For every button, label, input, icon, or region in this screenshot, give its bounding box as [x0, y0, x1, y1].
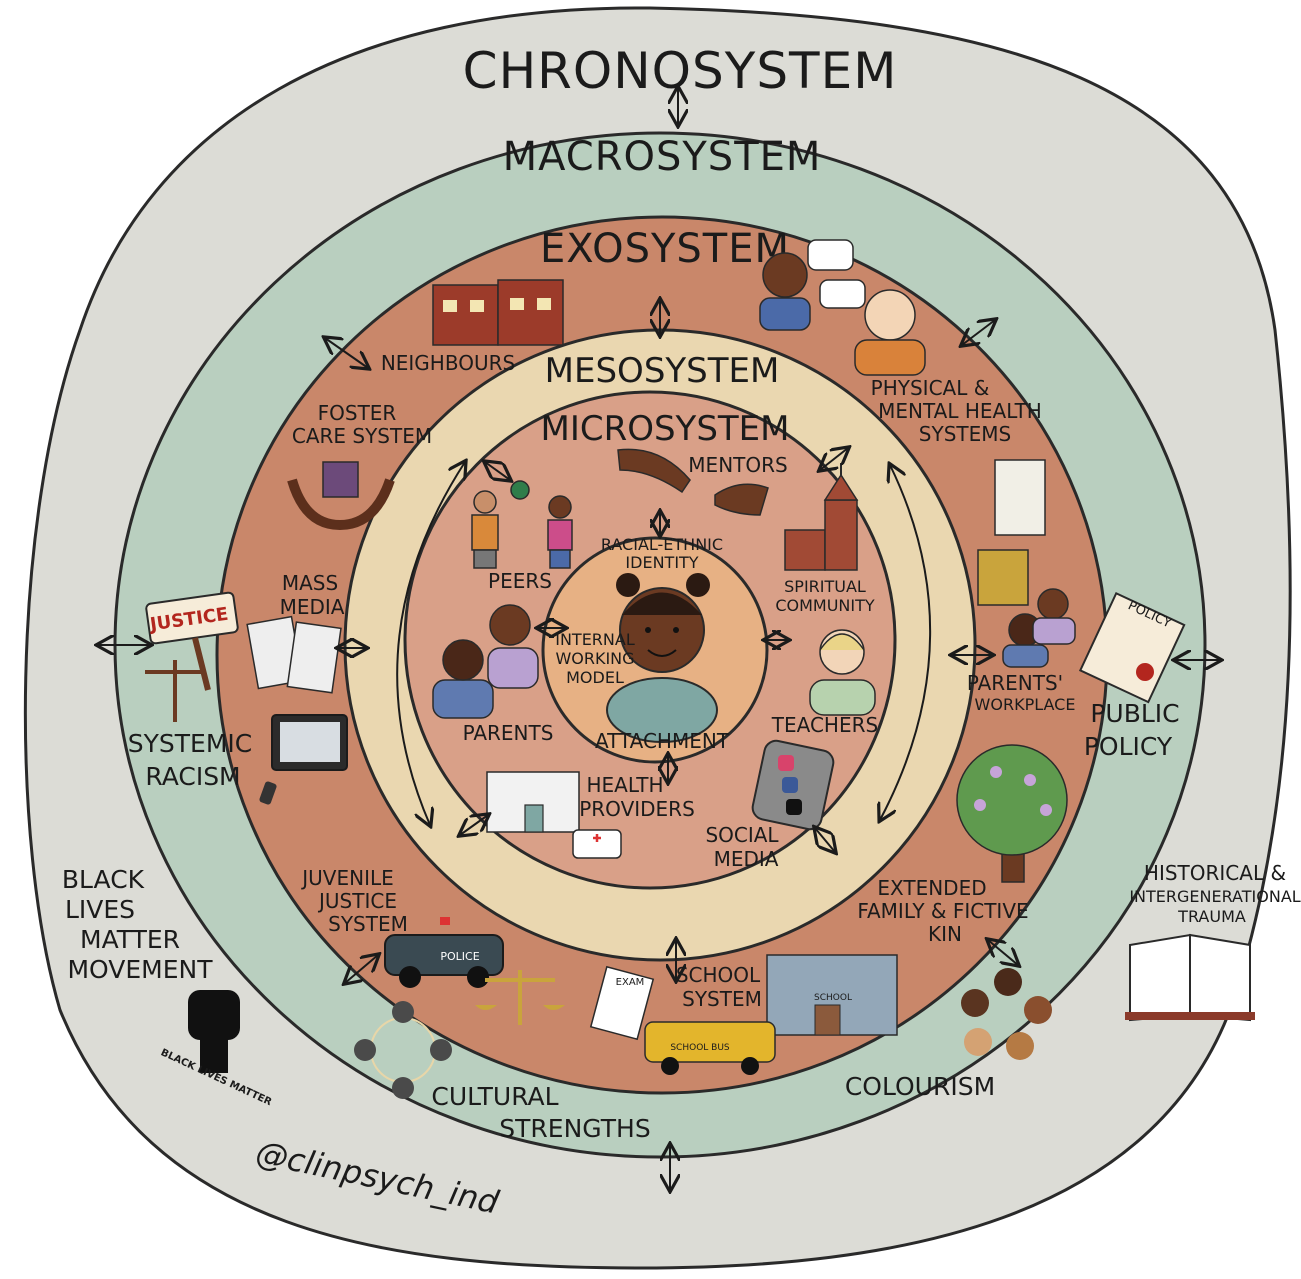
juvenile-justice-line3: SYSTEM [328, 912, 408, 936]
public-policy-line2: POLICY [1084, 732, 1173, 761]
parents-workplace-line1: PARENTS' [967, 671, 1063, 695]
systemic-racism-line2: RACISM [145, 762, 240, 791]
racial-ethnic-identity-line2: IDENTITY [625, 553, 698, 572]
parents-label: PARENTS [463, 721, 554, 745]
historical-trauma-line1: HISTORICAL & [1144, 861, 1286, 885]
cultural-strengths-line1: CULTURAL [431, 1082, 558, 1111]
newspaper-illustration [246, 615, 342, 694]
raised-fist-icon [188, 990, 240, 1073]
historical-trauma-line3: TRAUMA [1177, 907, 1246, 926]
health-providers-building-illustration [486, 771, 622, 859]
extended-family-line1: EXTENDED [877, 876, 986, 900]
foster-care-line1: FOSTER [318, 401, 397, 425]
historical-trauma-line2: INTERGENERATIONAL [1129, 887, 1300, 906]
teacher-illustration [809, 629, 876, 716]
teachers-label: TEACHERS [771, 713, 878, 737]
internal-working-model-line2: WORKING [555, 649, 634, 668]
tv-illustration [259, 714, 348, 805]
spiritual-community-church-illustration [784, 463, 859, 571]
school-bus-illustration [644, 1021, 776, 1075]
foster-care-hands-house-illustration [287, 461, 395, 531]
blm-movement-line3: MATTER [80, 925, 180, 954]
police-car-illustration [384, 917, 504, 988]
blm-movement-line1: BLACK [62, 865, 145, 894]
systemic-racism-line1: SYSTEMIC [128, 729, 252, 758]
cultural-strengths-line2: STRENGTHS [499, 1114, 650, 1143]
internal-working-model-line1: INTERNAL [555, 630, 635, 649]
family-tree-illustration [956, 744, 1068, 883]
scales-of-justice-illustration [475, 970, 565, 1025]
health-systems-line3: SYSTEMS [919, 422, 1011, 446]
internal-working-model-line3: MODEL [566, 668, 624, 687]
mass-media-line1: MASS [282, 571, 338, 595]
school-sign: SCHOOL [814, 993, 852, 1003]
extended-family-line3: KIN [928, 922, 962, 946]
microsystem-title: MICROSYSTEM [540, 409, 789, 449]
exam-sign: EXAM [616, 977, 645, 988]
foster-care-line2: CARE SYSTEM [292, 424, 432, 448]
parents-workplace-illustration [977, 459, 1076, 668]
extended-family-line2: FAMILY & FICTIVE [857, 899, 1028, 923]
racial-ethnic-identity-line1: RACIAL-ETHNIC [601, 535, 723, 554]
mass-media-line2: MEDIA [280, 595, 345, 619]
school-building-illustration [766, 954, 898, 1036]
spiritual-community-line2: COMMUNITY [775, 596, 875, 615]
mentors-hands-illustration [617, 448, 769, 516]
child-figure [606, 573, 718, 743]
public-policy-line1: PUBLIC [1090, 699, 1179, 728]
colourism-skin-tones-illustration [961, 968, 1052, 1060]
spiritual-community-line1: SPIRITUAL [784, 577, 866, 596]
social-media-phone-illustration [751, 739, 835, 831]
neighbours-houses-illustration [432, 279, 564, 346]
school-bus-sign: SCHOOL BUS [670, 1043, 730, 1053]
policy-document-illustration [1078, 591, 1186, 704]
school-system-line2: SYSTEM [682, 987, 762, 1011]
open-book-illustration [1125, 933, 1255, 1022]
exosystem-title: EXOSYSTEM [540, 226, 790, 272]
school-system-line1: SCHOOL [676, 963, 761, 987]
justice-sign-illustration [145, 591, 239, 722]
juvenile-justice-line2: JUSTICE [317, 889, 397, 913]
social-media-line1: SOCIAL [705, 823, 779, 847]
mesosystem-title: MESOSYSTEM [545, 351, 780, 391]
peers-illustration [471, 480, 573, 569]
parents-workplace-line2: WORKPLACE [975, 695, 1076, 714]
social-media-line2: MEDIA [714, 847, 779, 871]
cultural-strengths-circle-of-people-illustration [354, 1001, 452, 1099]
health-providers-line1: HEALTH [586, 773, 663, 797]
juvenile-justice-line1: JUVENILE [300, 866, 394, 890]
blm-movement-line4: MOVEMENT [67, 955, 213, 984]
chronosystem-title: CHRONOSYSTEM [463, 42, 898, 100]
exam-paper-illustration [589, 965, 655, 1041]
colourism-label: COLOURISM [845, 1072, 995, 1101]
connection-arrows [98, 88, 1220, 1190]
neighbours-label: NEIGHBOURS [381, 351, 515, 375]
peers-label: PEERS [488, 569, 552, 593]
health-providers-line2: PROVIDERS [579, 797, 695, 821]
health-systems-line2: MENTAL HEALTH [878, 399, 1042, 423]
police-sign: POLICE [440, 950, 479, 963]
health-workers-illustration [759, 239, 926, 376]
blm-movement-line2: LIVES [65, 895, 135, 924]
attachment-label: ATTACHMENT [595, 729, 730, 753]
mentors-label: MENTORS [688, 453, 787, 477]
health-systems-line1: PHYSICAL & [871, 376, 990, 400]
macrosystem-title: MACROSYSTEM [503, 134, 822, 180]
